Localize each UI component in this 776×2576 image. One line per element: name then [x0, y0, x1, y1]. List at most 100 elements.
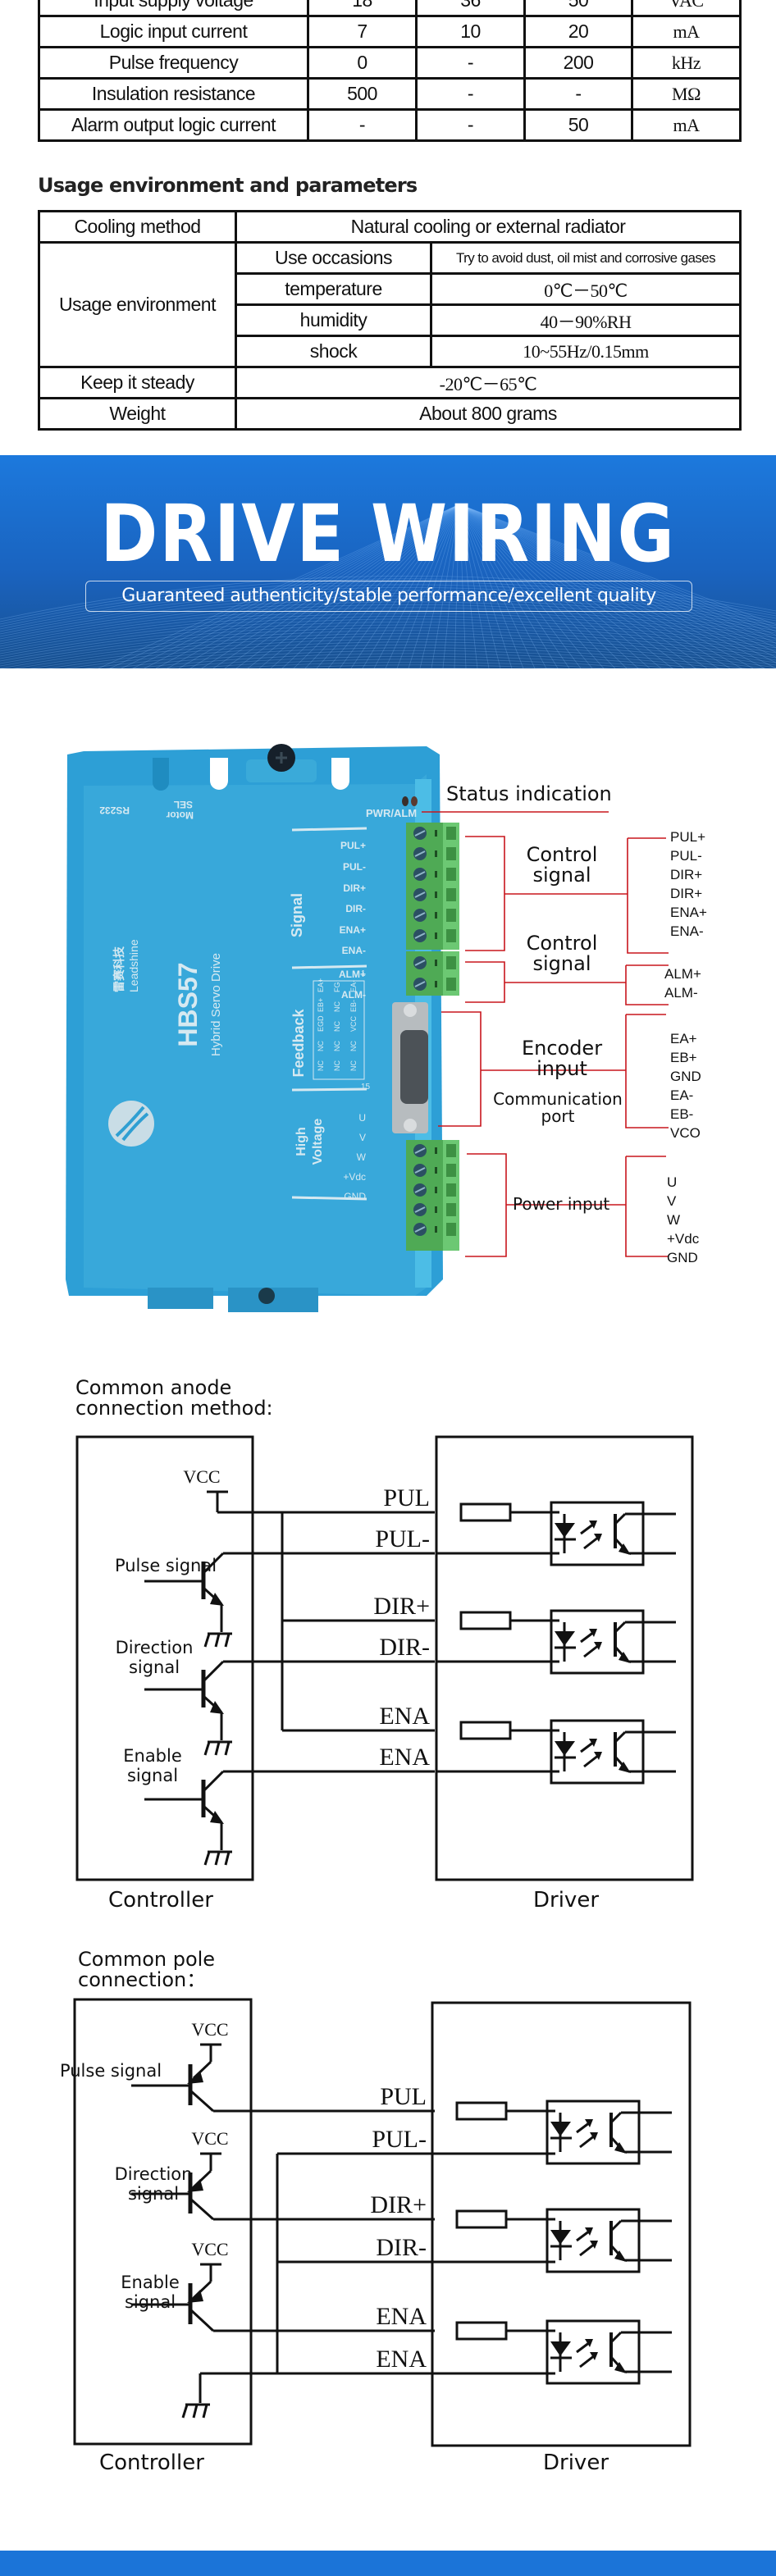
wire-label: PUL — [383, 1484, 430, 1511]
feedback-pin-cell: VCC — [349, 1015, 358, 1032]
terminal-screw-icon — [413, 978, 456, 991]
driver-caption: Driver — [543, 2451, 609, 2475]
pin-item: ALM- — [664, 985, 698, 1001]
wire-label: DIR- — [379, 1634, 430, 1661]
cooling-method-label: Cooling method — [38, 210, 237, 244]
cooling-method-value: Natural cooling or external radiator — [234, 210, 742, 244]
cell-name: Insulation resistance — [38, 77, 309, 111]
npn-transistor-icon — [144, 1660, 435, 1740]
alarm-pin-list: ALM+ALM- — [664, 964, 701, 1002]
resistor-icon — [455, 2101, 508, 2121]
wire-label: PUL- — [372, 2126, 427, 2153]
callout-line: Encoder — [521, 1037, 603, 1060]
terminal-screw-icon — [413, 868, 456, 881]
terminal-screw-icon — [413, 1203, 456, 1216]
table-row: Usage environment Use occasions Try to a… — [38, 241, 742, 368]
controller-box — [75, 1435, 254, 1881]
vcc-label: VCC — [191, 2019, 228, 2040]
communication-port-callout: Communication port — [476, 1091, 640, 1125]
enable-signal-label: Enable — [123, 1746, 182, 1766]
optocoupler-icon — [550, 1501, 676, 1566]
product-name: Hybrid Servo Drive — [209, 953, 223, 1056]
weight-value: About 800 grams — [234, 397, 742, 431]
driver-box — [435, 1435, 694, 1881]
enable-signal-label: signal — [127, 1766, 178, 1785]
shock-label: shock — [235, 335, 432, 368]
cell-max: 200 — [523, 46, 633, 80]
cell-max: 20 — [523, 15, 633, 48]
control-signal-pin-list: PUL+PUL-DIR+DIR+ENA+ENA- — [670, 828, 707, 941]
wire-label: DIR+ — [370, 2191, 427, 2218]
cell-typ: 10 — [415, 15, 526, 48]
terminal-screw-icon — [413, 888, 456, 901]
pin-label: W — [357, 1151, 367, 1163]
resistor-icon — [459, 1611, 512, 1630]
cell-min: 7 — [307, 15, 418, 48]
drive-wiring-banner: DRIVE WIRING Guaranteed authenticity/sta… — [0, 455, 776, 668]
vcc-label: VCC — [191, 2239, 228, 2259]
pin-label: ALM+ — [339, 969, 366, 980]
pin-item: DIR+ — [670, 867, 703, 882]
optocoupler-icon — [550, 1609, 676, 1675]
ground-icon — [203, 1850, 232, 1866]
pin-item: ENA- — [670, 923, 704, 939]
label-rs232: RS232 — [99, 805, 130, 816]
usage-environment-label: Usage environment — [38, 241, 237, 368]
title-line: Common pole — [78, 1948, 216, 1971]
npn-transistor-icon — [144, 1770, 435, 1850]
feedback-pin-cell: NC — [333, 1060, 341, 1071]
optocoupler-icon — [545, 2208, 672, 2273]
ground-icon — [203, 1740, 232, 1756]
brand-name: Leadshine — [127, 939, 140, 992]
cell-min: 500 — [307, 77, 418, 111]
enable-signal-label: signal — [125, 2292, 176, 2312]
leadshine-logo-icon — [108, 1101, 154, 1147]
wire-label: PUL — [380, 2083, 427, 2110]
humidity-value: 40－90%RH — [429, 303, 742, 337]
feedback-pin-cell: NC — [333, 1021, 341, 1032]
callout-line: signal — [532, 952, 591, 976]
control-signal-callout: Control signal — [509, 843, 615, 886]
cell-unit: mA — [631, 108, 742, 142]
vcc-label: VCC — [183, 1466, 220, 1487]
cell-unit: VAC — [631, 0, 742, 17]
feedback-pin-cell: FG — [333, 983, 341, 993]
feedback-pin-cell: NC — [349, 1041, 358, 1051]
pin-label: PUL- — [343, 861, 366, 873]
resistor-icon — [455, 2321, 508, 2341]
cell-unit: mA — [631, 15, 742, 48]
callout-line: Control — [526, 932, 598, 955]
pin-label: ENA- — [342, 945, 366, 956]
ground-icon — [181, 2403, 210, 2419]
terminal-screw-icon — [413, 909, 456, 922]
cell-typ: - — [415, 77, 526, 111]
callout-line: Control — [526, 843, 598, 866]
label-sel: SEL — [174, 799, 193, 810]
label-pwr-alm: PWR/ALM — [366, 807, 417, 819]
pin-item: VCO — [670, 1125, 701, 1141]
humidity-label: humidity — [235, 303, 432, 337]
screw-icon — [267, 744, 295, 772]
banner-mesh-pattern — [0, 504, 776, 668]
callout-line: input — [536, 1057, 587, 1081]
pulse-signal-label: Pulse signal — [60, 2061, 162, 2081]
table-row: shock 10~55Hz/0.15mm — [39, 335, 742, 368]
vcc-label: VCC — [191, 2128, 228, 2149]
feedback-pin-cell: EA- — [349, 980, 358, 992]
cell-name: Alarm output logic current — [38, 108, 309, 142]
terminal-screw-icon — [413, 827, 456, 840]
power-input-callout: Power input — [513, 1194, 610, 1214]
storage-temp-label: Keep it steady — [38, 366, 237, 399]
title-line: connection method: — [75, 1397, 273, 1420]
table-row: temperature 0℃－50℃ — [39, 272, 742, 306]
encoder-db15-connector — [392, 1002, 428, 1133]
ground-icon — [203, 1632, 232, 1648]
pin-item: +Vdc — [667, 1231, 700, 1247]
cell-min: 18 — [307, 0, 418, 17]
common-anode-title: Common anode connection method: — [75, 1378, 273, 1419]
temperature-value: 0℃－50℃ — [429, 272, 742, 306]
